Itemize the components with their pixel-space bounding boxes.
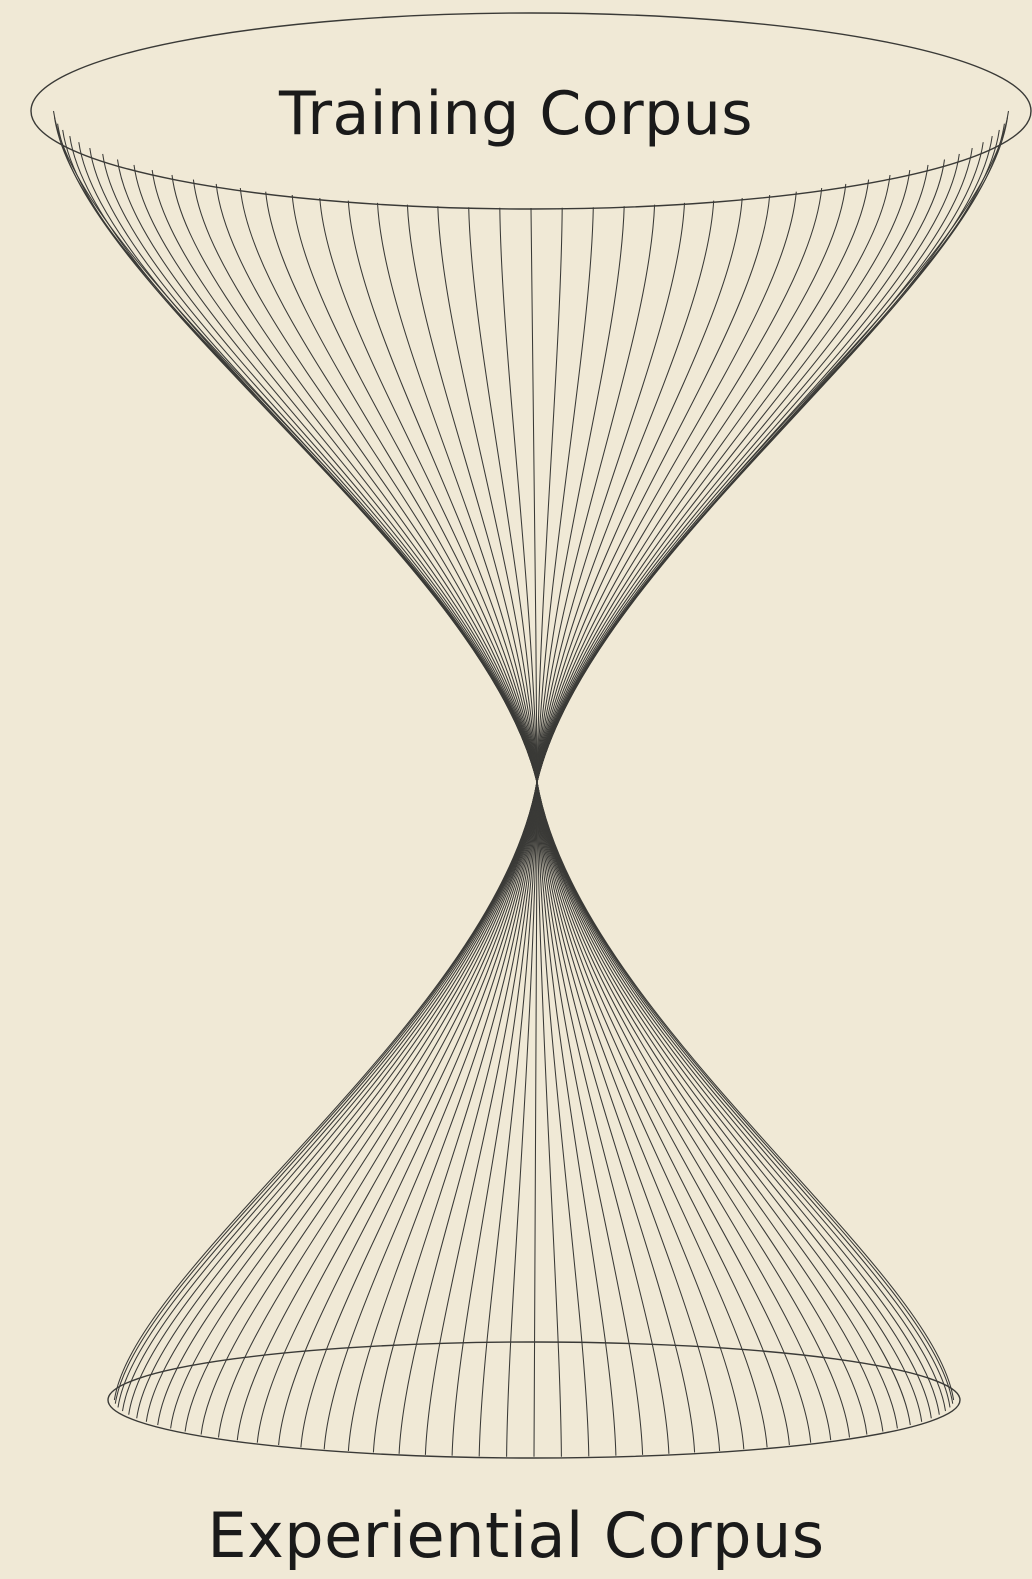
bottom-label-experiential-corpus: Experiential Corpus	[0, 1496, 1032, 1576]
top-label-training-corpus: Training Corpus	[0, 76, 1032, 152]
